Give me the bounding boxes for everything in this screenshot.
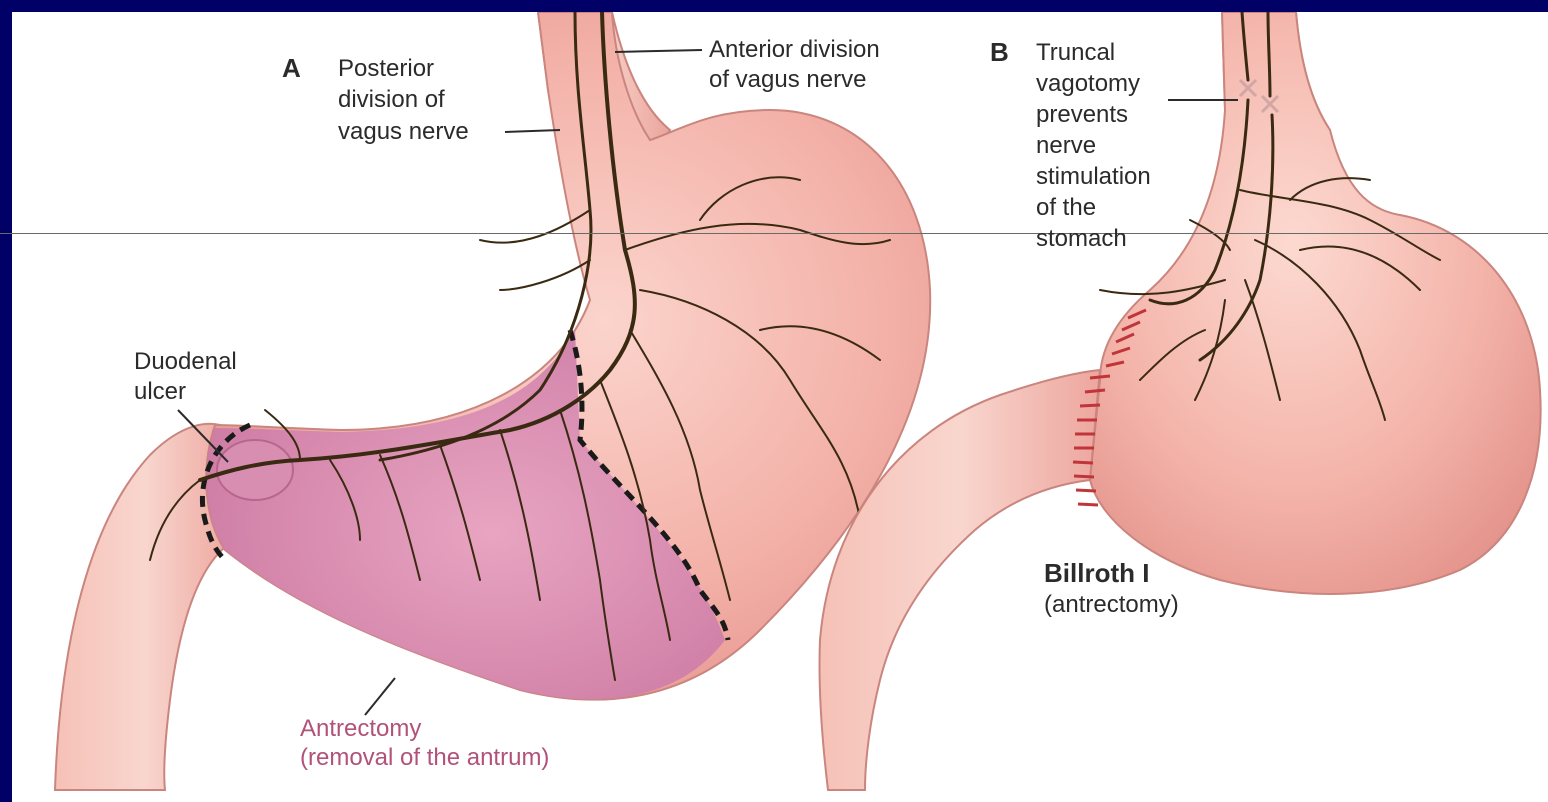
stomach-illustration xyxy=(12,12,1548,802)
horizontal-rule xyxy=(0,233,1548,234)
label-vagotomy-line5: stimulation xyxy=(1036,165,1151,189)
figure-panel xyxy=(12,12,1548,802)
label-posterior-line3: vagus nerve xyxy=(338,120,469,144)
label-billroth-sub: (antrectomy) xyxy=(1044,593,1179,617)
label-posterior-line1: Posterior xyxy=(338,57,434,81)
label-ulcer-line1: Duodenal xyxy=(134,350,237,374)
label-antrectomy-line1: Antrectomy xyxy=(300,717,421,741)
label-posterior-line2: division of xyxy=(338,88,445,112)
panel-a-letter: A xyxy=(282,56,301,80)
label-antrectomy-line2: (removal of the antrum) xyxy=(300,746,549,770)
label-vagotomy-line1: Truncal xyxy=(1036,41,1115,65)
panel-b-letter: B xyxy=(990,40,1009,64)
label-vagotomy-line4: nerve xyxy=(1036,134,1096,158)
label-vagotomy-line7: stomach xyxy=(1036,227,1127,251)
label-vagotomy-line6: of the xyxy=(1036,196,1096,220)
label-ulcer-line2: ulcer xyxy=(134,380,186,404)
label-anterior-line2: of vagus nerve xyxy=(709,68,866,92)
label-anterior-line1: Anterior division xyxy=(709,38,880,62)
label-billroth-title: Billroth I xyxy=(1044,561,1149,585)
label-vagotomy-line2: vagotomy xyxy=(1036,72,1140,96)
label-vagotomy-line3: prevents xyxy=(1036,103,1128,127)
